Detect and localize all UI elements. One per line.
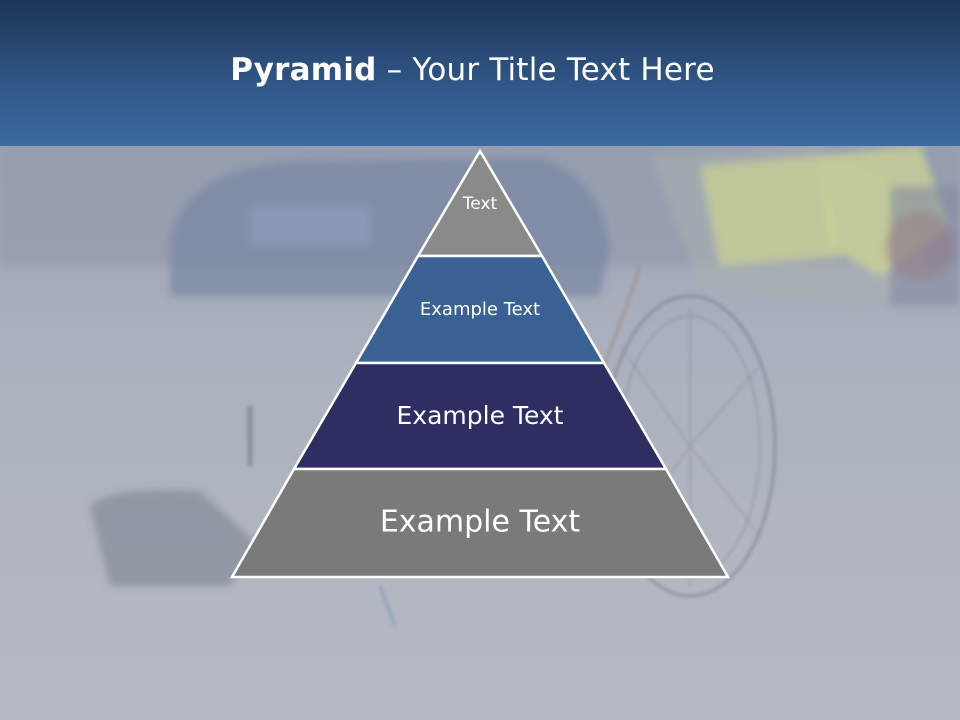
pyramid-tier-4-label: Example Text xyxy=(380,505,581,540)
pyramid-tier-4-shape[interactable] xyxy=(229,467,731,579)
title-rest: – Your Title Text Here xyxy=(376,52,715,88)
pyramid-tier-3-label: Example Text xyxy=(397,401,564,430)
title-bar: Pyramid – Your Title Text Here xyxy=(0,0,960,146)
pyramid-tier-2-label: Example Text xyxy=(420,299,540,320)
slide-title[interactable]: Pyramid – Your Title Text Here xyxy=(0,52,945,88)
pyramid-tier-1-label: Text xyxy=(462,194,498,214)
title-bold: Pyramid xyxy=(230,52,377,88)
